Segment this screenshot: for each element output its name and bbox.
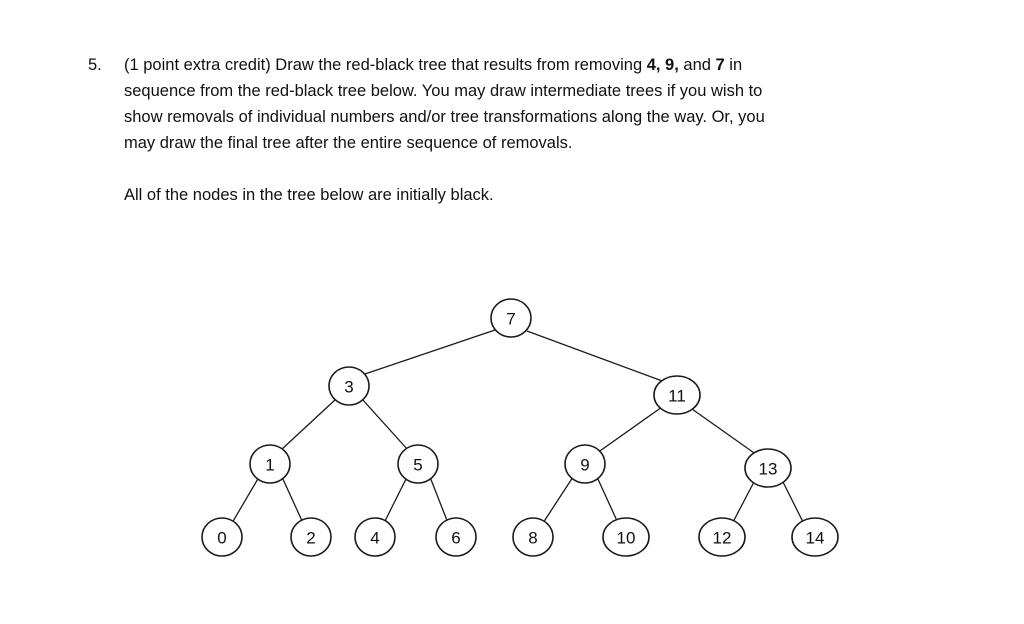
tree-node: 9	[564, 444, 606, 484]
tree-node-circle	[564, 444, 606, 484]
question-bold-4-9: 4, 9,	[646, 56, 679, 74]
tree-node: 4	[354, 517, 396, 557]
tree-node: 8	[512, 517, 554, 557]
question-line-5: All of the nodes in the tree below are i…	[124, 186, 494, 204]
tree-edge	[596, 406, 663, 454]
tree-edge	[281, 476, 304, 524]
tree-edge	[731, 479, 756, 525]
tree-edge	[429, 476, 449, 524]
tree-node-label: 3	[344, 378, 353, 397]
tree-edge	[231, 476, 260, 524]
tree-node-circle	[653, 375, 701, 415]
question-block: 5. (1 point extra credit) Draw the red-b…	[88, 52, 968, 208]
tree-node-label: 10	[617, 529, 636, 548]
tree-node-label: 11	[668, 387, 686, 406]
tree-node-label: 4	[370, 529, 379, 548]
paragraph-gap	[124, 156, 968, 182]
tree-edge	[542, 476, 574, 524]
tree-node: 7	[490, 298, 532, 338]
tree-node: 3	[328, 366, 370, 406]
question-number: 5.	[88, 56, 102, 74]
tree-node: 5	[397, 444, 439, 484]
question-line-3: show removals of individual numbers and/…	[124, 108, 765, 126]
tree-node-circle	[744, 448, 792, 488]
tree-node-circle	[490, 298, 532, 338]
tree-node-circle	[354, 517, 396, 557]
tree-node-circle	[698, 517, 746, 557]
tree-node-circle	[791, 517, 839, 557]
tree-node-label: 14	[806, 529, 825, 548]
question-line-1: (1 point extra credit) Draw the red-blac…	[124, 52, 968, 78]
tree-node-circle	[328, 366, 370, 406]
question-line-1-part-e: in	[724, 56, 743, 74]
tree-edge	[361, 329, 496, 376]
tree-node-label: 8	[528, 529, 537, 548]
tree-node: 0	[201, 517, 243, 557]
tree-edge	[361, 398, 409, 451]
tree-node-label: 9	[580, 456, 589, 475]
tree-node-circle	[397, 444, 439, 484]
tree-node-label: 12	[713, 529, 732, 548]
tree-node: 10	[602, 517, 650, 557]
question-line-1-part-c: and	[678, 56, 716, 74]
tree-node-label: 13	[759, 460, 778, 479]
question-text: (1 point extra credit) Draw the red-blac…	[124, 52, 968, 208]
tree-node-circle	[290, 517, 332, 557]
tree-node: 11	[653, 375, 701, 415]
tree-node-circle	[249, 444, 291, 484]
tree-node-circle	[602, 517, 650, 557]
question-row: 5. (1 point extra credit) Draw the red-b…	[88, 52, 968, 208]
question-line-1-part-a: (1 point extra credit) Draw the red-blac…	[124, 56, 647, 74]
tree-node: 14	[791, 517, 839, 557]
tree-edge	[691, 408, 758, 456]
tree-node-circle	[435, 517, 477, 557]
tree-node: 1	[249, 444, 291, 484]
tree-edge	[280, 398, 337, 451]
question-line-2: sequence from the red-black tree below. …	[124, 82, 763, 100]
tree-node: 6	[435, 517, 477, 557]
tree-node: 12	[698, 517, 746, 557]
tree-node: 13	[744, 448, 792, 488]
tree-node-label: 2	[306, 529, 315, 548]
question-line-4: may draw the final tree after the entire…	[124, 134, 573, 152]
tree-node-label: 5	[413, 456, 422, 475]
tree-node-label: 0	[217, 529, 226, 548]
tree-edge	[781, 479, 805, 525]
tree-node-circle	[512, 517, 554, 557]
tree-node-circle	[201, 517, 243, 557]
tree-edge	[526, 330, 666, 383]
tree-node-label: 6	[451, 529, 460, 548]
tree-node: 2	[290, 517, 332, 557]
tree-edge	[596, 476, 619, 524]
tree-node-label: 7	[506, 310, 515, 329]
question-bold-7: 7	[715, 56, 725, 74]
tree-node-label: 1	[265, 456, 274, 475]
tree-edge	[383, 476, 408, 524]
